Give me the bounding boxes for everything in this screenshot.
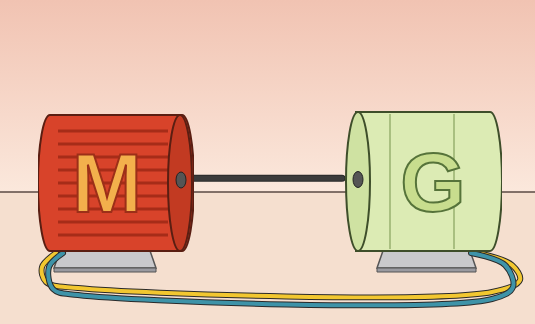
connector-outline: [194, 175, 342, 182]
motor-stand-base: [54, 268, 156, 272]
yellow-wire: [42, 253, 521, 297]
connector-outline: [42, 253, 521, 297]
connector-group: [194, 178, 342, 179]
machine-letter: M: [72, 141, 142, 225]
motor-stripe: [58, 130, 168, 133]
blue-wire: [48, 253, 513, 305]
connector-group: [42, 253, 521, 297]
shaft: [194, 176, 342, 181]
generator-cylinder: G: [342, 110, 502, 253]
generator-end-face: [346, 112, 370, 251]
generator-stand-base: [377, 268, 476, 272]
generator-body: [356, 112, 502, 251]
motor-cylinder: M: [38, 113, 194, 253]
motor-stripe: [58, 234, 168, 237]
motor-hub: [176, 172, 186, 188]
motor-end-face: [168, 115, 192, 251]
connector-outline: [48, 253, 513, 305]
generator-seam: [389, 114, 391, 249]
motor-body: [38, 115, 194, 251]
connector-group: [48, 253, 513, 305]
generator-hub: [353, 172, 363, 188]
machine-letter: G: [400, 140, 465, 224]
